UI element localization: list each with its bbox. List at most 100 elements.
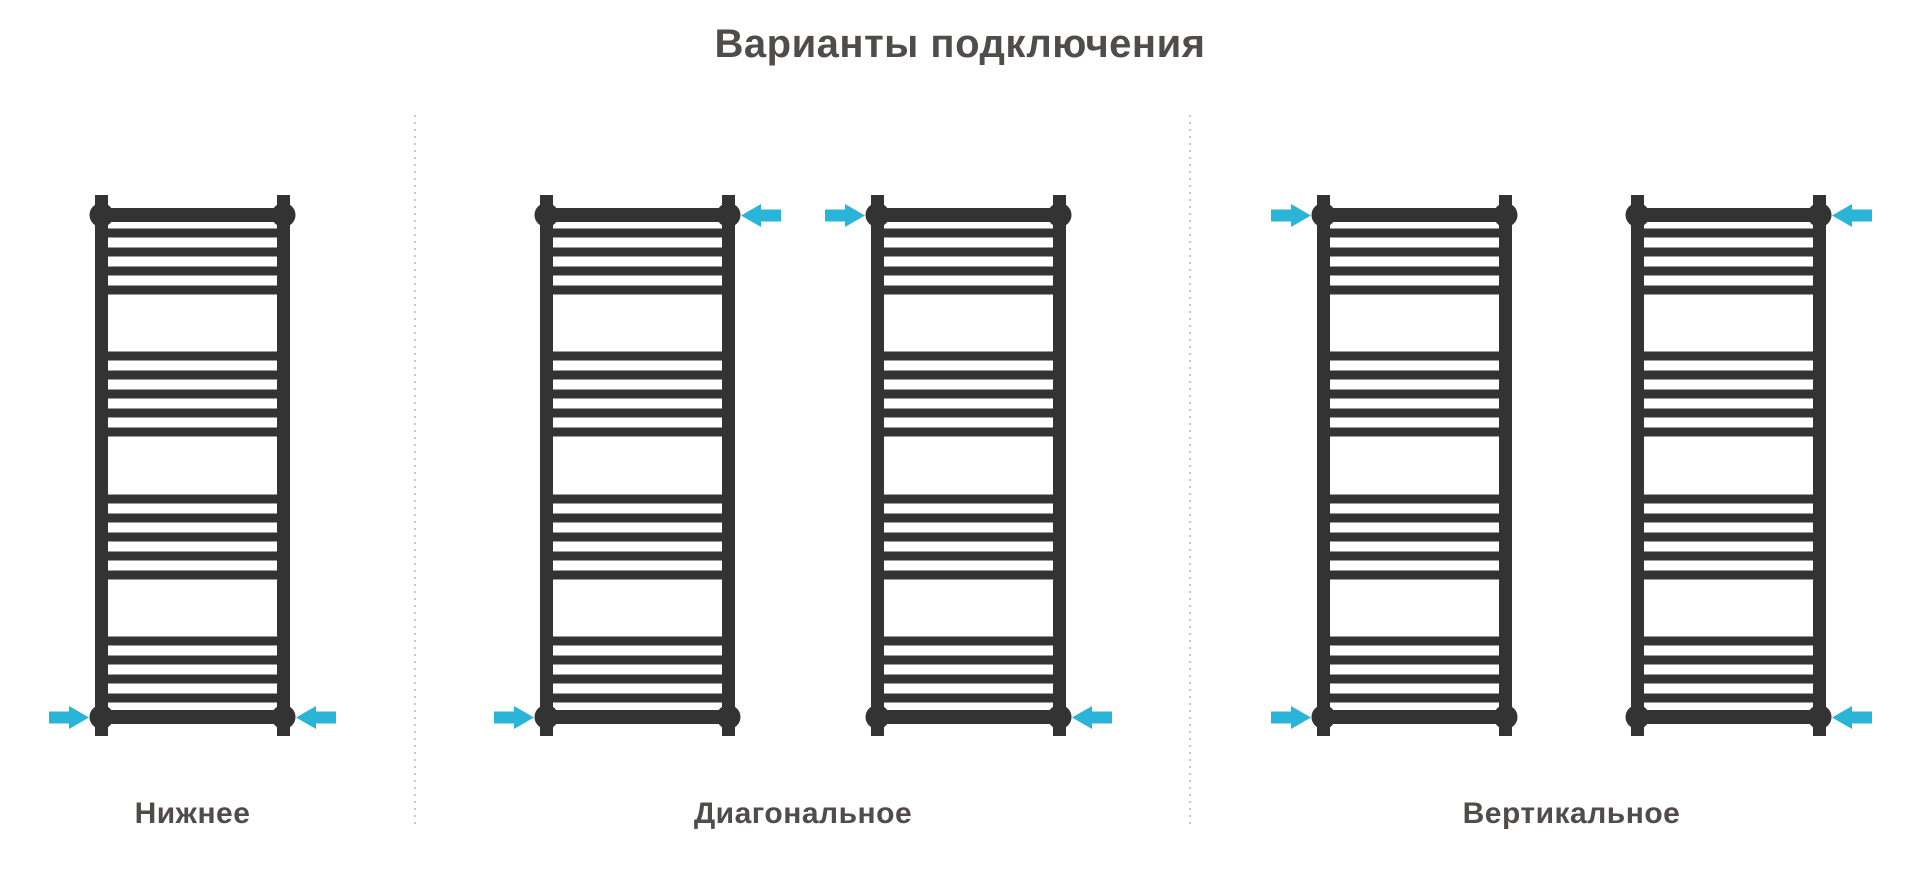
left-rail [95,195,108,736]
rung [1324,570,1505,580]
rung [1638,674,1819,684]
rung [1638,532,1819,542]
towel-radiator-unit [825,195,1112,736]
rung [1638,370,1819,380]
connector-dot [865,203,890,227]
rung [1638,228,1819,238]
rung [102,494,283,504]
rung [1638,351,1819,361]
rung [1324,408,1505,418]
rung [102,636,283,646]
rung [547,285,728,295]
rung [102,655,283,665]
right-rail [722,195,735,736]
radiator-body [534,195,741,736]
towel-radiator-unit [1271,195,1518,736]
rung [102,674,283,684]
rung [547,389,728,399]
rung [1638,285,1819,295]
rung [547,247,728,257]
towel-radiator-unit [1625,195,1872,736]
radiator-body [89,195,296,736]
rung [1324,228,1505,238]
rung [878,674,1059,684]
right-rail [1053,195,1066,736]
rung [547,513,728,523]
connector-dot [1807,203,1832,227]
rung [1324,494,1505,504]
rung [878,408,1059,418]
rung [878,389,1059,399]
rung [1638,655,1819,665]
connector-dot [534,705,559,729]
rung [1638,247,1819,257]
flow-arrow-icon [1832,705,1872,729]
connector-dot [271,203,296,227]
bottom-collector [875,710,1062,724]
rung [878,551,1059,561]
bottom-collector [1635,710,1822,724]
section-divider [1189,115,1191,827]
connector-dot [716,203,741,227]
rung [547,351,728,361]
top-collector [544,208,731,222]
rung [1324,389,1505,399]
connector-dot [1047,705,1072,729]
bottom-collector [99,710,286,724]
rung [1638,494,1819,504]
rung [102,389,283,399]
connector-dot [1625,203,1650,227]
rung [102,532,283,542]
rung [102,408,283,418]
rung [1324,513,1505,523]
rung [1324,636,1505,646]
flow-arrow-icon [494,705,534,729]
rung [878,427,1059,437]
rung [1638,693,1819,703]
flow-arrow-icon [1271,203,1311,227]
flow-arrow-icon [296,705,336,729]
rung [102,247,283,257]
rung [1638,408,1819,418]
rung [102,370,283,380]
rung [102,570,283,580]
rung [878,570,1059,580]
rung [547,408,728,418]
rung [878,532,1059,542]
section-label: Нижнее [134,797,251,830]
rung [878,351,1059,361]
rung [1324,551,1505,561]
connector-dot [1625,705,1650,729]
rung [102,551,283,561]
flow-arrow-icon [825,203,865,227]
rung [878,655,1059,665]
rung [1638,513,1819,523]
top-collector [99,208,286,222]
rung [547,636,728,646]
radiator-body [1311,195,1518,736]
diagram-title: Варианты подключения [714,22,1206,66]
connector-dot [1311,203,1336,227]
connector-dot [89,705,114,729]
rung [102,351,283,361]
rung [1324,532,1505,542]
left-rail [1317,195,1330,736]
rung [1324,427,1505,437]
rung [878,370,1059,380]
rung [547,532,728,542]
flow-arrow-icon [1832,203,1872,227]
rung [547,551,728,561]
rung [102,693,283,703]
connector-dot [1493,203,1518,227]
rung [547,494,728,504]
rung [1324,655,1505,665]
connector-dot [1047,203,1072,227]
rung [102,266,283,276]
towel-radiator-unit [494,195,781,736]
right-rail [1813,195,1826,736]
towel-radiator-unit [49,195,336,736]
top-collector [1635,208,1822,222]
rung [547,427,728,437]
rung [547,370,728,380]
